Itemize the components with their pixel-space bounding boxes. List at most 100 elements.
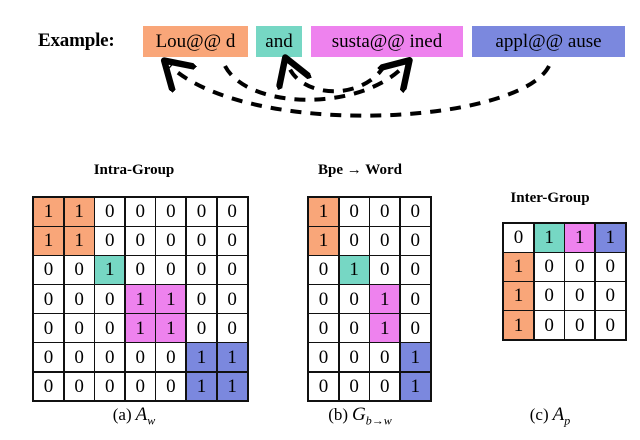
matrix-b-cell-1-1: 0 <box>339 227 369 255</box>
matrix-c-cell-3-0: 1 <box>504 311 533 339</box>
matrix-b-cell-0-0: 1 <box>309 198 338 226</box>
dependency-arrows <box>0 52 640 137</box>
matrix-a-cell-2-0: 0 <box>34 256 63 284</box>
matrix-a-cell-1-4: 0 <box>156 227 186 255</box>
caption-a-subscript: w <box>147 413 156 428</box>
matrix-a-cell-5-5: 1 <box>186 343 216 371</box>
matrix-b-cell-0-3: 0 <box>400 198 430 226</box>
matrix-b-cell-2-3: 0 <box>400 256 430 284</box>
matrix-a-cell-0-5: 0 <box>186 198 216 226</box>
caption-c-subscript: p <box>564 413 571 428</box>
matrix-a-cell-2-5: 0 <box>186 256 216 284</box>
matrix-a-cell-5-0: 0 <box>34 343 63 371</box>
caption-b-subscript: b→w <box>365 413 392 428</box>
matrix-a-cell-2-3: 0 <box>125 256 155 284</box>
token-box-0: Lou@@ d <box>143 26 248 57</box>
matrix-c-cell-0-0: 0 <box>504 224 533 252</box>
matrix-b-cell-0-1: 0 <box>339 198 369 226</box>
matrix-c-cell-2-3: 0 <box>595 282 625 310</box>
token-box-3: appl@@ ause <box>472 26 625 57</box>
matrix-a-cell-5-4: 0 <box>156 343 186 371</box>
matrix-c-cell-0-1: 1 <box>534 224 564 252</box>
matrix-b-cell-3-0: 0 <box>309 285 338 313</box>
caption-b-symbol: G <box>352 404 366 425</box>
matrix-b-cell-6-1: 0 <box>339 372 369 401</box>
matrix-a-cell-1-1: 1 <box>64 227 94 255</box>
matrix-a-cell-3-1: 0 <box>64 285 94 313</box>
example-row: Example: Lou@@ d and susta@@ ined appl@@ au… <box>0 26 640 60</box>
matrix-b-cell-1-3: 0 <box>400 227 430 255</box>
matrix-b-cell-5-2: 0 <box>370 343 400 371</box>
matrix-c-cell-1-2: 0 <box>565 253 595 281</box>
caption-c-symbol: A <box>552 404 565 425</box>
matrix-c-cell-1-3: 0 <box>595 253 625 281</box>
matrix-a-cell-3-5: 0 <box>186 285 216 313</box>
caption-b: (b)Gb→w <box>270 404 450 428</box>
matrix-a-cell-5-3: 0 <box>125 343 155 371</box>
matrix-a-cell-6-6: 1 <box>217 372 247 401</box>
matrix-a-cell-6-0: 0 <box>34 372 63 401</box>
example-label: Example: <box>38 30 115 51</box>
matrix-a-cell-3-3: 1 <box>125 285 155 313</box>
token-box-1: and <box>256 26 302 57</box>
arrow-appl-to-loud <box>170 66 551 118</box>
matrix-b-cell-3-3: 0 <box>400 285 430 313</box>
caption-c: (c)Ap <box>460 404 640 428</box>
matrix-a-cell-2-6: 0 <box>217 256 247 284</box>
caption-b-prefix: (b) <box>328 405 349 424</box>
matrix-a-cell-4-2: 0 <box>95 314 125 342</box>
matrix-a-cell-3-2: 0 <box>95 285 125 313</box>
matrix-a-cell-4-3: 1 <box>125 314 155 342</box>
panel-c-title: Inter-Group <box>510 190 590 206</box>
matrix-a-cell-1-0: 1 <box>34 227 63 255</box>
caption-a-prefix: (a) <box>112 405 132 424</box>
matrix-a-cell-2-1: 0 <box>64 256 94 284</box>
caption-a-symbol: A <box>135 404 148 425</box>
matrix-b-cell-6-0: 0 <box>309 372 338 401</box>
matrix-a-cell-6-2: 0 <box>95 372 125 401</box>
token-box-2: susta@@ ined <box>311 26 463 57</box>
matrix-b-cell-4-3: 0 <box>400 314 430 342</box>
matrix-b-cell-5-0: 0 <box>309 343 338 371</box>
matrix-c-cell-3-3: 0 <box>595 311 625 339</box>
arrow-sustained-to-and <box>288 65 387 94</box>
matrix-b-cell-4-2: 1 <box>370 314 400 342</box>
matrix-a-cell-0-4: 0 <box>156 198 186 226</box>
matrix-b-cell-6-2: 0 <box>370 372 400 401</box>
matrix-b-cell-1-2: 0 <box>370 227 400 255</box>
matrix-a-cell-0-3: 0 <box>125 198 155 226</box>
matrix-a-cell-0-2: 0 <box>95 198 125 226</box>
matrix-a-cell-4-1: 0 <box>64 314 94 342</box>
matrix-b-cell-0-2: 0 <box>370 198 400 226</box>
caption-c-prefix: (c) <box>529 405 549 424</box>
matrix-b-cell-6-3: 1 <box>400 372 430 401</box>
matrix-c-cell-1-0: 1 <box>504 253 533 281</box>
matrix-b-cell-3-1: 0 <box>339 285 369 313</box>
matrix-b-cell-5-3: 1 <box>400 343 430 371</box>
matrix-a-cell-6-5: 1 <box>186 372 216 401</box>
matrix-a-cell-4-4: 1 <box>156 314 186 342</box>
matrix-b-cell-2-1: 1 <box>339 256 369 284</box>
arrow-group-to-sustained <box>223 66 404 102</box>
panel-b-title: Bpe → Word <box>318 162 402 178</box>
matrix-b-cell-2-2: 0 <box>370 256 400 284</box>
matrix-a-cell-6-4: 0 <box>156 372 186 401</box>
matrix-c-cell-1-1: 0 <box>534 253 564 281</box>
matrix-c-cell-3-1: 0 <box>534 311 564 339</box>
matrix-b-cell-4-1: 0 <box>339 314 369 342</box>
matrix-a-cell-3-6: 0 <box>217 285 247 313</box>
matrix-a-cell-6-3: 0 <box>125 372 155 401</box>
matrix-a-cell-2-4: 0 <box>156 256 186 284</box>
matrix-b-cell-2-0: 0 <box>309 256 338 284</box>
arrows-svg <box>0 52 551 118</box>
matrix-c-cell-3-2: 0 <box>565 311 595 339</box>
matrix-a-cell-5-2: 0 <box>95 343 125 371</box>
caption-a: (a)Aw <box>0 404 268 428</box>
matrix-a-cell-4-5: 0 <box>186 314 216 342</box>
matrix-b-cell-4-0: 0 <box>309 314 338 342</box>
matrix-a-cell-3-0: 0 <box>34 285 63 313</box>
matrix-c-cell-0-2: 1 <box>565 224 595 252</box>
